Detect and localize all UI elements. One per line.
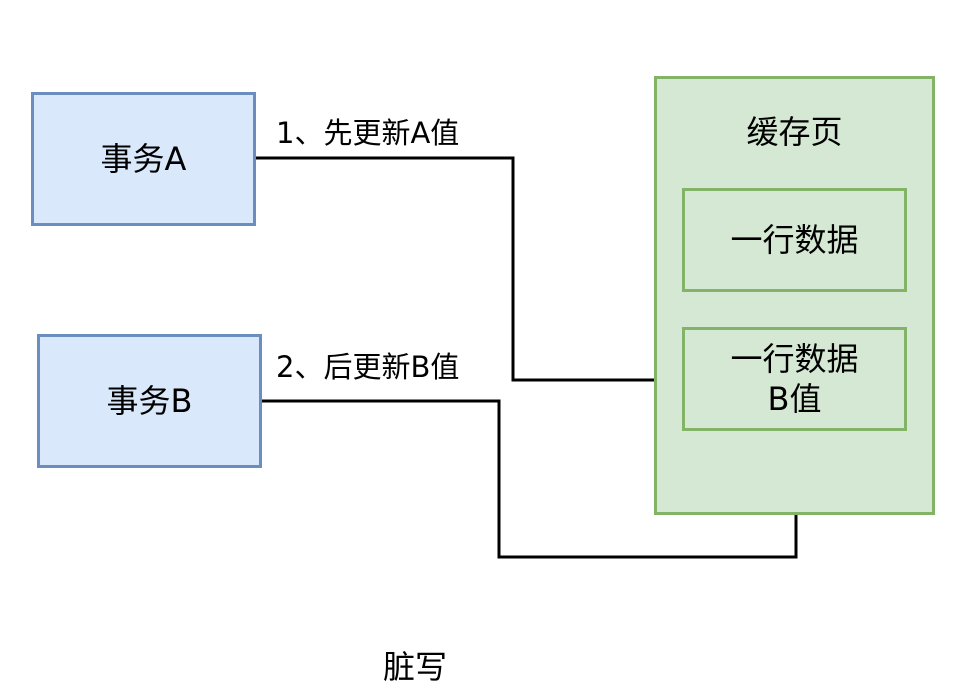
transaction-b-box: 事务B (37, 334, 262, 468)
data-row-value-label: B值 (767, 380, 822, 418)
data-row-b-value-box: 一行数据 B值 (682, 327, 907, 431)
edge-update-a-label: 1、先更新A值 (274, 115, 462, 151)
transaction-a-box: 事务A (31, 92, 256, 226)
cache-page-container (654, 76, 935, 515)
edge-update-b-label: 2、后更新B值 (274, 349, 462, 385)
diagram-caption: 脏写 (382, 648, 447, 686)
edge-update-b-line (262, 399, 798, 559)
transaction-a-label: 事务A (100, 140, 187, 178)
data-row-box: 一行数据 (682, 188, 907, 292)
data-row-label: 一行数据 (730, 340, 859, 378)
edge-update-a-line (256, 156, 668, 382)
cache-page-title: 缓存页 (746, 113, 843, 151)
data-row-label: 一行数据 (730, 221, 859, 259)
transaction-b-label: 事务B (106, 382, 193, 420)
